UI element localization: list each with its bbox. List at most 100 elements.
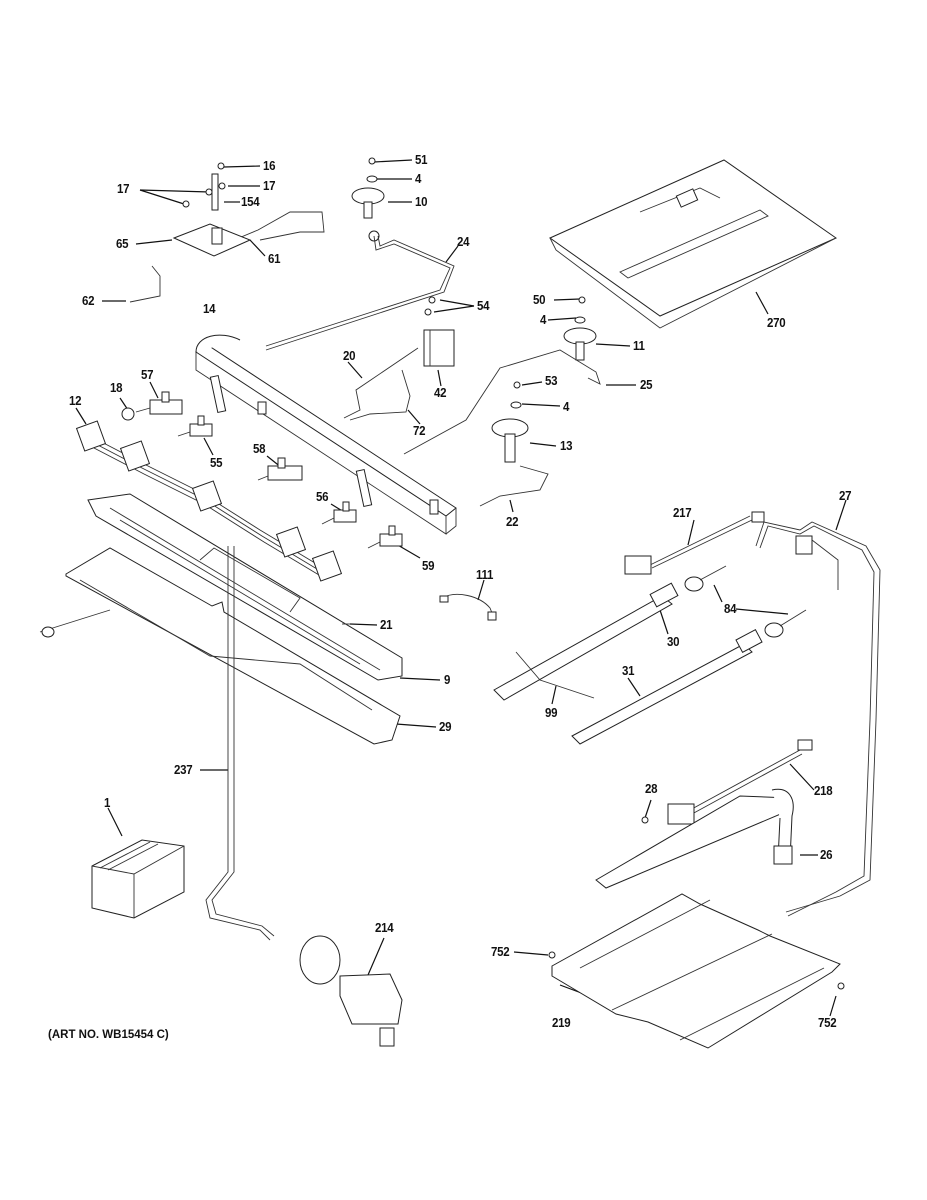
callout-61: 61	[268, 252, 281, 266]
part-65-manifold-block	[172, 223, 252, 257]
callout-217: 217	[673, 506, 692, 520]
leader-27	[835, 499, 847, 531]
callout-27: 27	[839, 489, 852, 503]
callout-219: 219	[552, 1016, 571, 1030]
leader-214	[367, 937, 385, 976]
callout-214: 214	[375, 921, 394, 935]
part-61-tube	[221, 211, 325, 246]
callout-54: 54	[477, 299, 490, 313]
callout-13: 13	[560, 439, 573, 453]
part-29-heat-shield	[65, 547, 401, 745]
leader-4b	[547, 317, 577, 321]
part-18-washer	[121, 407, 135, 421]
callout-237: 237	[174, 763, 193, 777]
leader-217	[687, 519, 695, 546]
part-14-manifold	[195, 334, 457, 535]
callout-24: 24	[457, 235, 470, 249]
leader-28	[644, 799, 652, 819]
part-752b-screw	[837, 982, 845, 990]
leader-12	[75, 407, 87, 425]
leader-752a	[513, 951, 549, 956]
part-17-screw-b	[218, 182, 226, 190]
part-217-igniter	[624, 511, 765, 575]
callout-42: 42	[434, 386, 447, 400]
callout-56: 56	[316, 490, 329, 504]
leader-20	[347, 361, 363, 379]
part-24-tube	[265, 235, 451, 347]
leader-270	[755, 291, 769, 315]
callout-17: 17	[263, 179, 276, 193]
part-42-bracket	[423, 329, 455, 367]
part-31-broil-burner	[571, 628, 763, 745]
callout-57: 57	[141, 368, 154, 382]
part-56-valve	[321, 501, 357, 525]
part-9-burner-box	[87, 493, 403, 681]
callout-58: 58	[253, 442, 266, 456]
leader-53	[521, 381, 543, 386]
part-26-burner	[595, 788, 794, 889]
leader-30	[659, 609, 669, 635]
part-54-screw-1	[428, 296, 436, 304]
leader-84-2	[735, 608, 789, 615]
leader-55	[203, 437, 214, 456]
callout-17: 17	[117, 182, 130, 196]
leader-16	[223, 165, 261, 168]
leader-42	[437, 369, 442, 387]
callout-53: 53	[545, 374, 558, 388]
callout-29: 29	[439, 720, 452, 734]
part-28-screw	[641, 816, 649, 824]
callout-84: 84	[724, 602, 737, 616]
callout-154: 154	[241, 195, 260, 209]
callout-752: 752	[818, 1016, 837, 1030]
callout-16: 16	[263, 159, 276, 173]
callout-218: 218	[814, 784, 833, 798]
callout-12: 12	[69, 394, 82, 408]
leader-9	[399, 677, 441, 681]
leader-752b	[829, 995, 837, 1017]
part-72-tube	[349, 369, 411, 421]
leader-13	[529, 442, 557, 447]
part-4c-nut	[510, 401, 522, 409]
leader-22	[509, 499, 514, 513]
leader-50	[553, 298, 581, 301]
part-50-screw	[578, 296, 586, 304]
leader-11	[595, 343, 631, 347]
part-27-tube	[755, 521, 881, 917]
part-20-tube	[343, 347, 419, 419]
callout-4: 4	[563, 400, 570, 414]
leader-4c	[521, 403, 561, 407]
part-4b-nut	[574, 316, 586, 324]
leader-17a-2	[139, 189, 211, 193]
leader-1	[107, 807, 123, 837]
leader-51	[373, 159, 413, 163]
callout-21: 21	[380, 618, 393, 632]
part-4-nut	[366, 175, 378, 183]
callout-9: 9	[444, 673, 451, 687]
leader-65	[135, 239, 173, 245]
callout-65: 65	[116, 237, 129, 251]
part-218-igniter	[667, 739, 813, 825]
part-58-valve	[257, 457, 303, 481]
leader-31	[627, 677, 641, 697]
leader-54-1	[439, 299, 475, 307]
part-59-valve	[367, 525, 403, 549]
leader-17a-1	[139, 189, 185, 205]
callout-31: 31	[622, 664, 635, 678]
leader-99	[551, 685, 557, 705]
leader-29	[395, 723, 437, 728]
part-57-valve	[135, 391, 183, 415]
part-10-burner	[351, 187, 385, 242]
part-99-bracket	[515, 651, 595, 699]
part-55-valve	[177, 415, 213, 437]
leader-218	[789, 763, 815, 791]
leader-54-2	[433, 305, 475, 313]
callout-752: 752	[491, 945, 510, 959]
part-237-gas-line	[39, 546, 275, 941]
part-11-burner	[563, 327, 597, 361]
callout-22: 22	[506, 515, 519, 529]
callout-270: 270	[767, 316, 786, 330]
part-53-screw	[513, 381, 521, 389]
part-1-box	[91, 839, 185, 919]
part-111-harness	[439, 594, 497, 621]
